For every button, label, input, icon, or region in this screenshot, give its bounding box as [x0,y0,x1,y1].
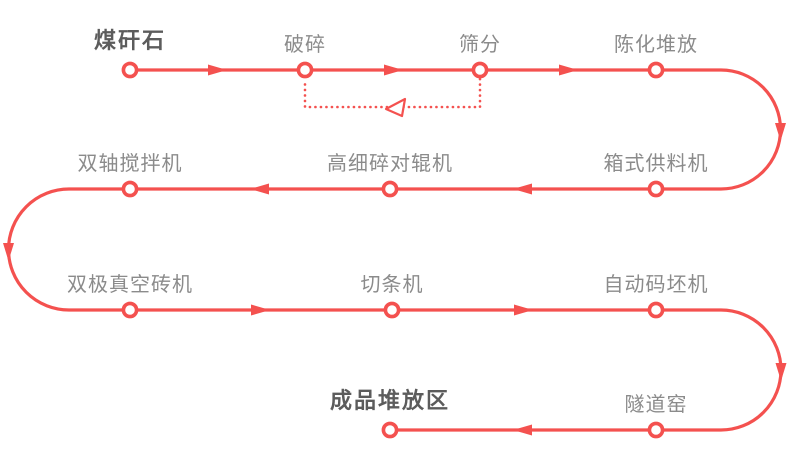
node-label-screening: 筛分 [459,32,501,56]
node-marker [296,61,314,79]
arrow-left-icon [513,183,532,195]
arrow-right-icon [384,64,403,76]
node-label-box-feeder: 箱式供料机 [603,151,709,175]
node-marker [381,421,399,439]
node-label-vacuum-extruder: 双极真空砖机 [67,272,193,296]
node-label-roller-crusher: 高细碎对辊机 [327,151,453,175]
node-label-aging-stockpile: 陈化堆放 [614,32,698,56]
arrow-right-icon [251,304,270,316]
node-marker [471,61,489,79]
node-label-strip-cutter: 切条机 [360,272,424,296]
arrow-down-icon [775,363,787,381]
node-marker [647,301,665,319]
node-marker [383,301,401,319]
node-marker [647,180,665,198]
node-label-auto-stacker: 自动码坯机 [603,272,709,296]
return-arrow-left-icon [384,97,407,118]
process-path [6,68,783,432]
arrow-down-icon [775,123,786,141]
node-marker [121,180,139,198]
node-marker [381,180,399,198]
node-label-raw-material: 煤矸石 [93,29,167,54]
arrow-right-icon [559,64,578,76]
node-label-finished-area: 成品堆放区 [329,389,451,414]
arrow-left-icon [250,183,269,195]
node-label-tunnel-kiln: 隧道窑 [624,392,688,416]
return-path [303,77,482,109]
node-marker [121,61,139,79]
node-marker [647,61,665,79]
node-marker [121,301,139,319]
arrow-right-icon [208,64,227,76]
node-label-crushing: 破碎 [284,32,326,56]
arrow-left-icon [513,424,532,436]
arrow-right-icon [514,304,533,316]
arrow-down-icon [3,243,14,261]
node-label-shaft-mixer: 双轴搅拌机 [77,151,183,175]
node-marker [647,421,665,439]
